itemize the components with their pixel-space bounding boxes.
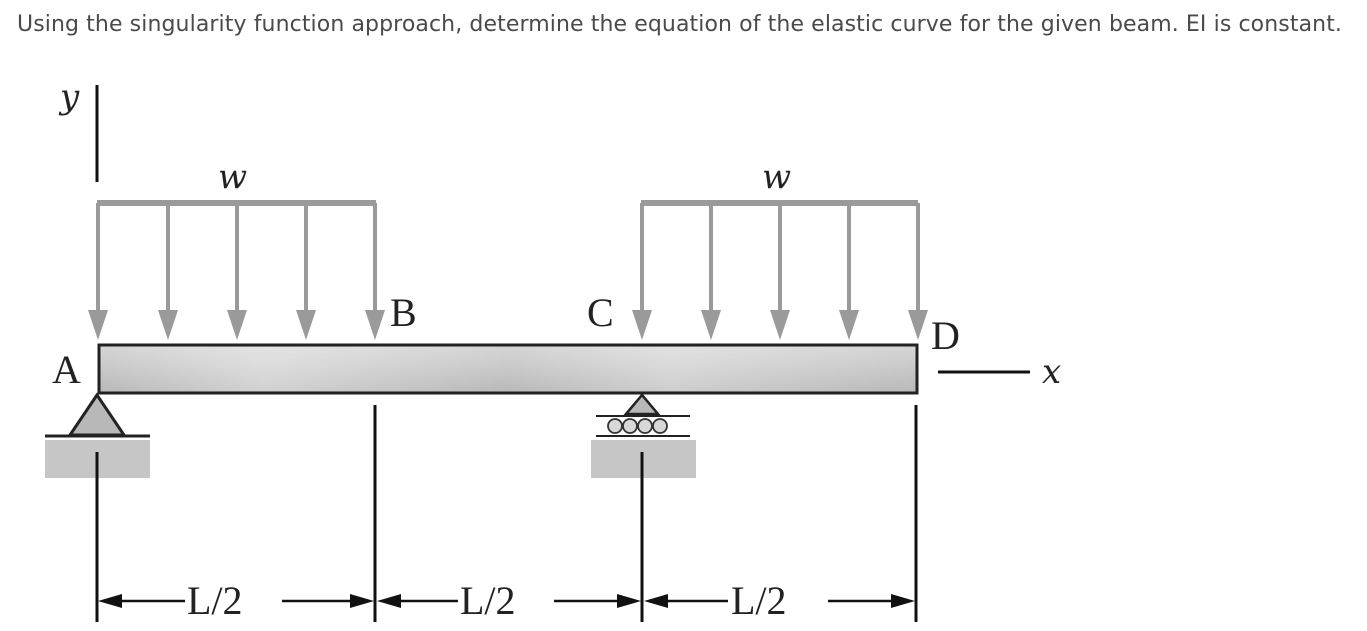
x-axis-label: x [1042,352,1061,392]
point-label-b: B [390,290,417,335]
distributed-load-left: w [88,157,385,340]
dimension-label-1: L/2 [187,578,243,623]
point-label-d: D [931,313,960,358]
dimension-label-2: L/2 [460,578,516,623]
load-label-right: w [762,157,791,197]
dimension-extension-lines [95,405,918,622]
dimension-lines [98,594,915,608]
question-text: Using the singularity function approach,… [17,12,1343,37]
x-axis: x [938,352,1061,392]
y-axis: y [58,77,99,182]
beam [97,343,919,395]
point-label-c: C [587,290,614,335]
point-label-a: A [52,347,81,392]
dimension-label-3: L/2 [731,578,787,623]
distributed-load-right: w [632,157,928,340]
y-axis-label: y [58,77,80,117]
load-label-left: w [218,157,247,197]
